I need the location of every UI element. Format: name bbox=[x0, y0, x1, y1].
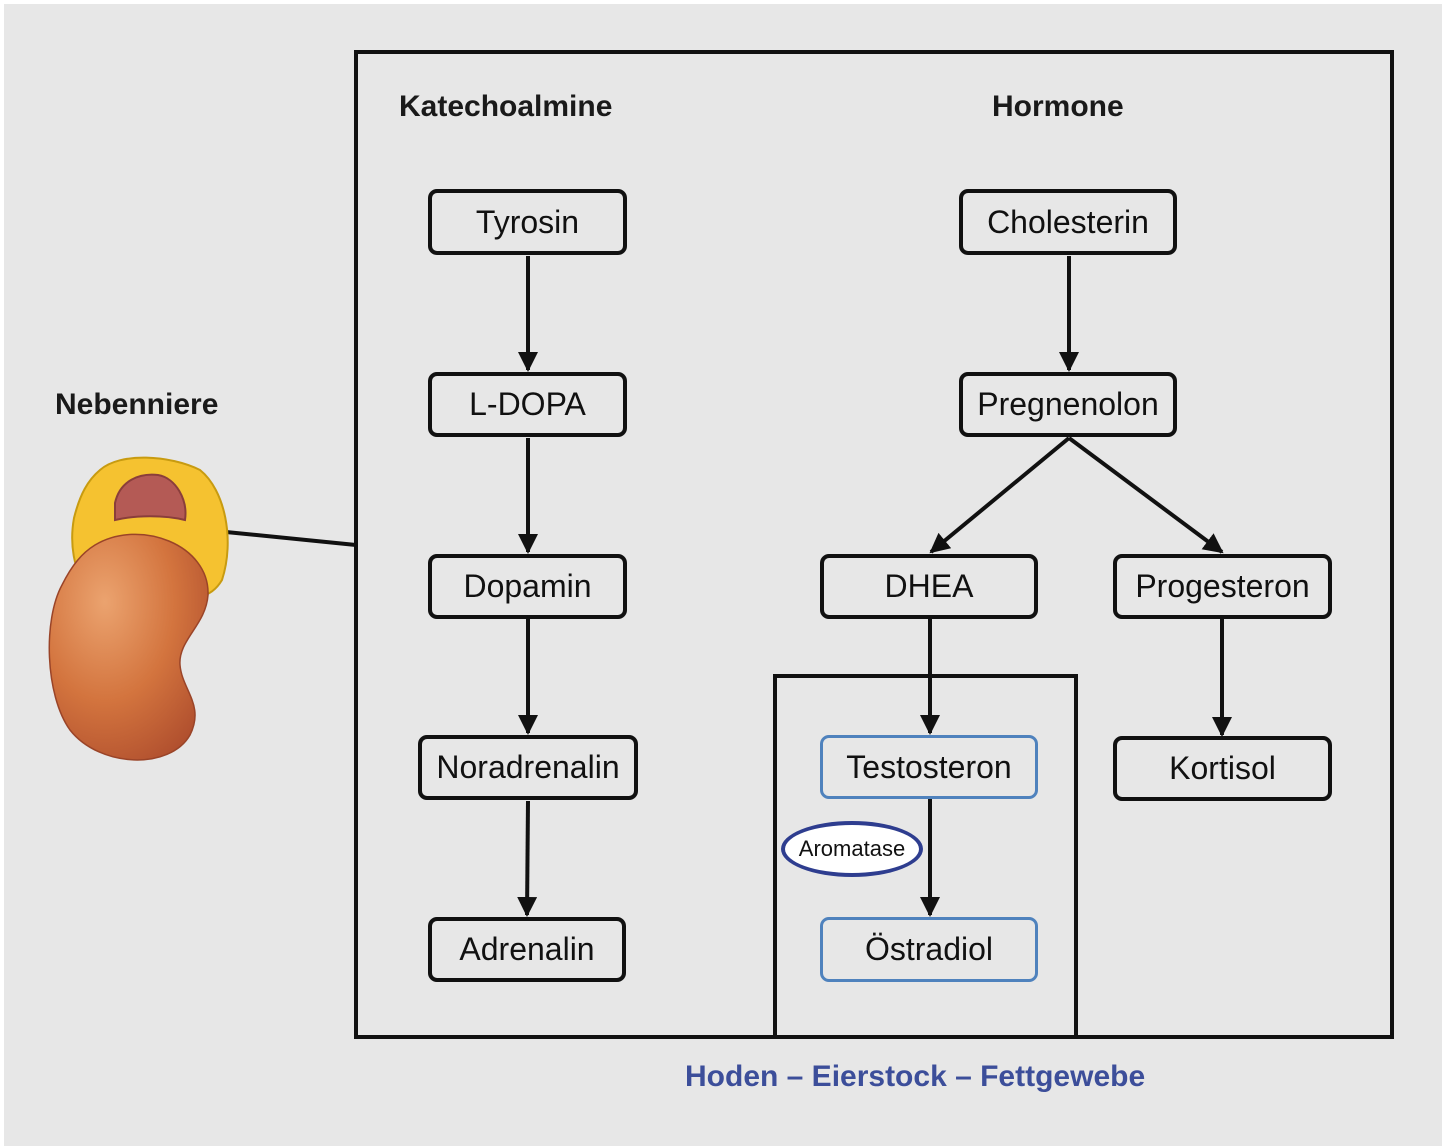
node-testosteron: Testosteron bbox=[820, 735, 1038, 799]
node-kortisol: Kortisol bbox=[1113, 736, 1332, 801]
node-progesteron: Progesteron bbox=[1113, 554, 1332, 619]
peripheral-frame bbox=[773, 674, 1078, 1039]
organ-label: Nebenniere bbox=[55, 388, 219, 421]
kidney bbox=[48, 533, 209, 761]
node-adrenalin: Adrenalin bbox=[428, 917, 626, 982]
node-dhea: DHEA bbox=[820, 554, 1038, 619]
node-dopamin: Dopamin bbox=[428, 554, 627, 619]
enzyme-aromatase: Aromatase bbox=[781, 821, 923, 877]
adrenal-gland-illustration bbox=[48, 456, 229, 761]
node-cholesterin: Cholesterin bbox=[959, 189, 1177, 255]
adrenal-medulla bbox=[114, 473, 187, 522]
arrow-pregnenolon-dhea bbox=[929, 436, 1071, 554]
peripheral-tissues-label: Hoden – Eierstock – Fettgewebe bbox=[685, 1060, 1146, 1093]
node-tyrosin: Tyrosin bbox=[428, 189, 627, 255]
node-pregnenolon: Pregnenolon bbox=[959, 372, 1177, 437]
hormone-heading: Hormone bbox=[992, 90, 1124, 123]
node-oestradiol: Östradiol bbox=[820, 917, 1038, 982]
organ-connector bbox=[225, 530, 357, 547]
catecholamine-heading: Katechoalmine bbox=[399, 90, 613, 123]
arrow-pregnenolon-progesteron bbox=[1067, 436, 1224, 554]
arrow-noradrenalin-adrenalin bbox=[517, 800, 538, 917]
node-l-dopa: L-DOPA bbox=[428, 372, 627, 437]
node-noradrenalin: Noradrenalin bbox=[418, 735, 638, 800]
